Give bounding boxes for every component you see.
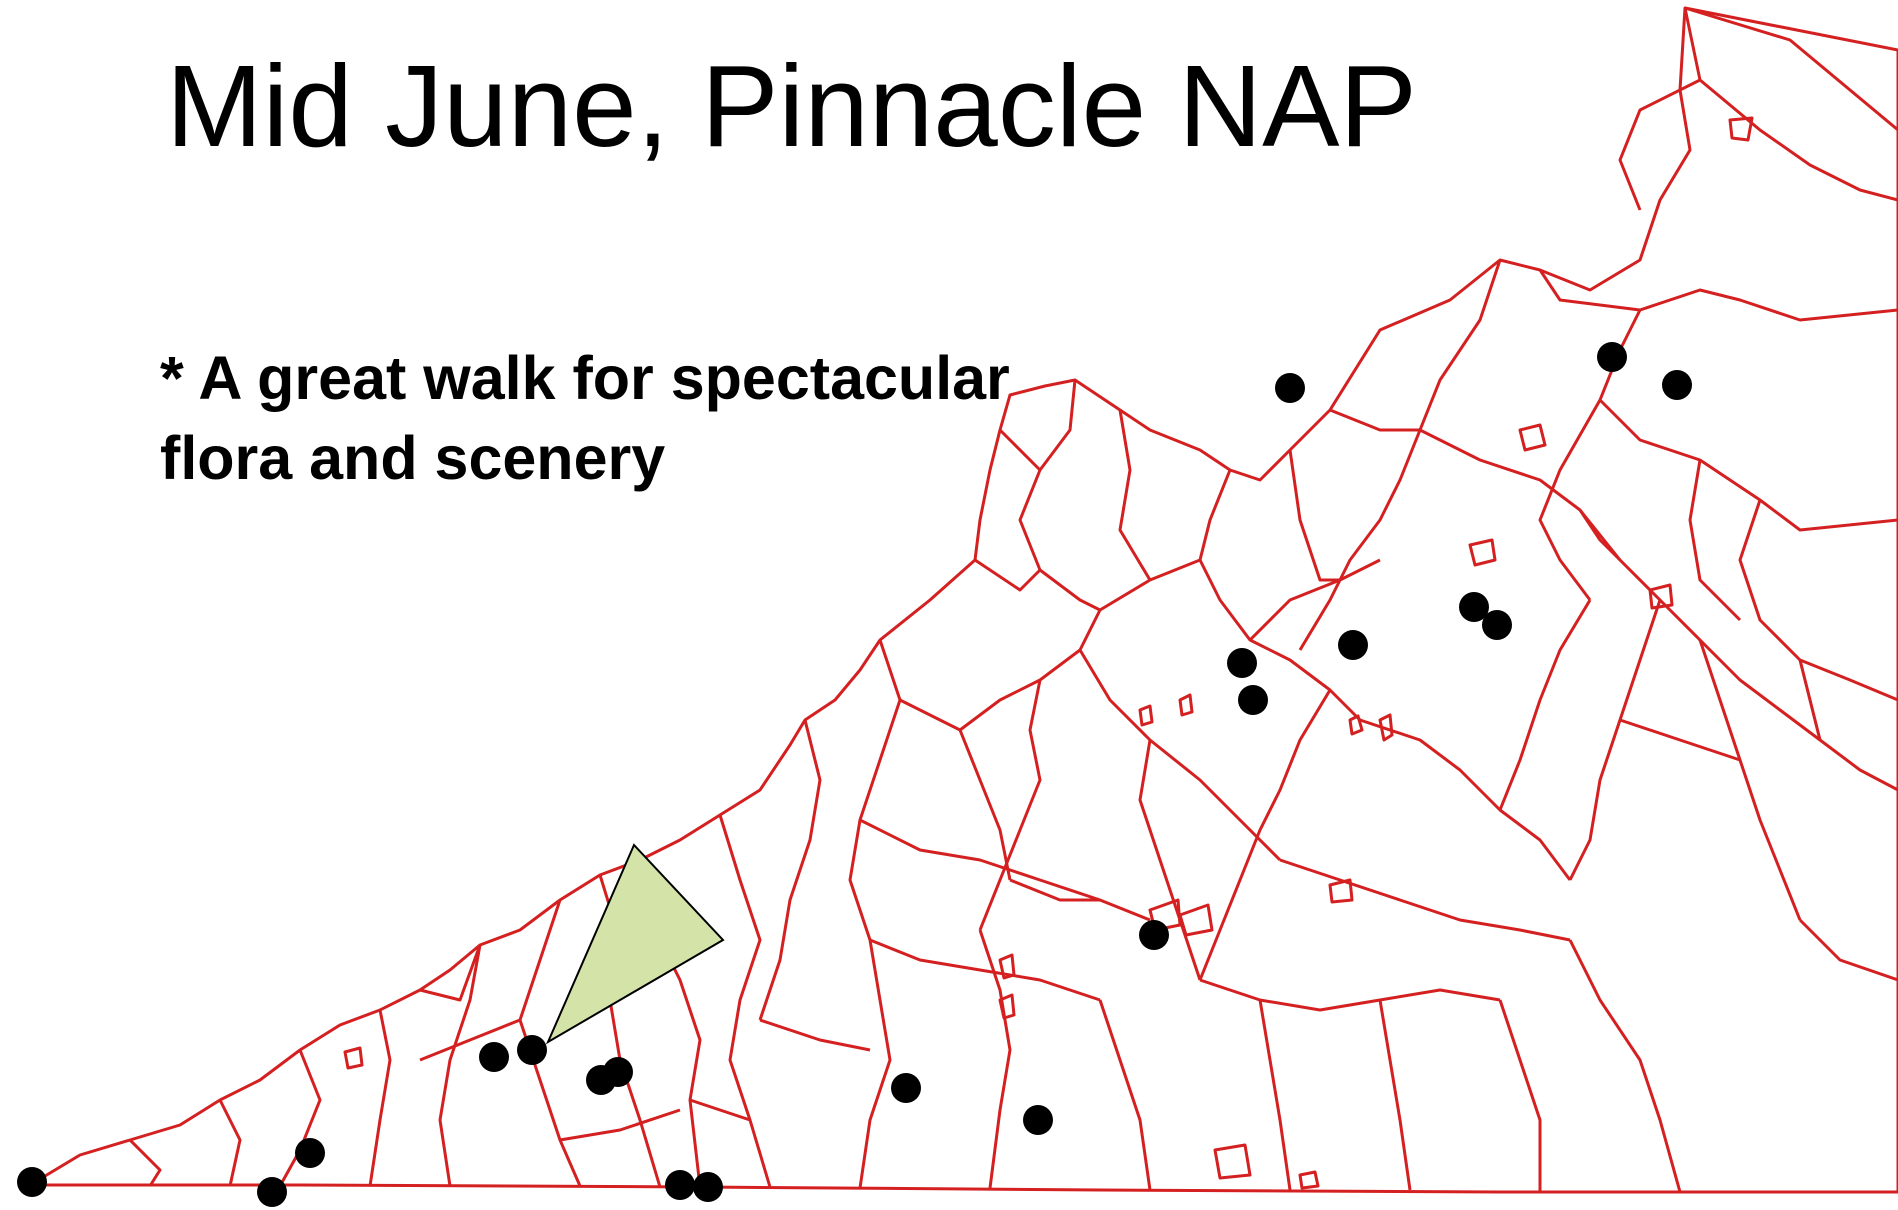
county-borders bbox=[28, 6, 1898, 1194]
occurrence-dot bbox=[891, 1073, 921, 1103]
occurrence-dots bbox=[17, 342, 1692, 1207]
bullet-line-2: flora and scenery bbox=[160, 424, 666, 492]
occurrence-dot bbox=[17, 1167, 47, 1197]
occurrence-dot bbox=[1139, 920, 1169, 950]
occurrence-dot bbox=[1459, 592, 1489, 622]
state-outline bbox=[28, 6, 1898, 1194]
occurrence-dot bbox=[665, 1170, 695, 1200]
occurrence-dot bbox=[1482, 610, 1512, 640]
slide-bullet: * A great walk for spectacular flora and… bbox=[160, 338, 1140, 498]
occurrence-dot bbox=[295, 1138, 325, 1168]
occurrence-dot bbox=[693, 1172, 723, 1202]
slide-title: Mid June, Pinnacle NAP bbox=[166, 41, 1417, 171]
occurrence-dot bbox=[1227, 648, 1257, 678]
occurrence-dot bbox=[1023, 1105, 1053, 1135]
occurrence-dot bbox=[517, 1035, 547, 1065]
occurrence-dot bbox=[1238, 685, 1268, 715]
occurrence-dot bbox=[479, 1042, 509, 1072]
occurrence-dot bbox=[1597, 342, 1627, 372]
occurrence-dot bbox=[603, 1057, 633, 1087]
bullet-line-1: * A great walk for spectacular bbox=[160, 344, 1010, 412]
occurrence-dot bbox=[257, 1177, 287, 1207]
location-pointer bbox=[545, 843, 725, 1045]
occurrence-dot bbox=[1275, 373, 1305, 403]
occurrence-dot bbox=[1338, 630, 1368, 660]
occurrence-dot bbox=[1662, 370, 1692, 400]
